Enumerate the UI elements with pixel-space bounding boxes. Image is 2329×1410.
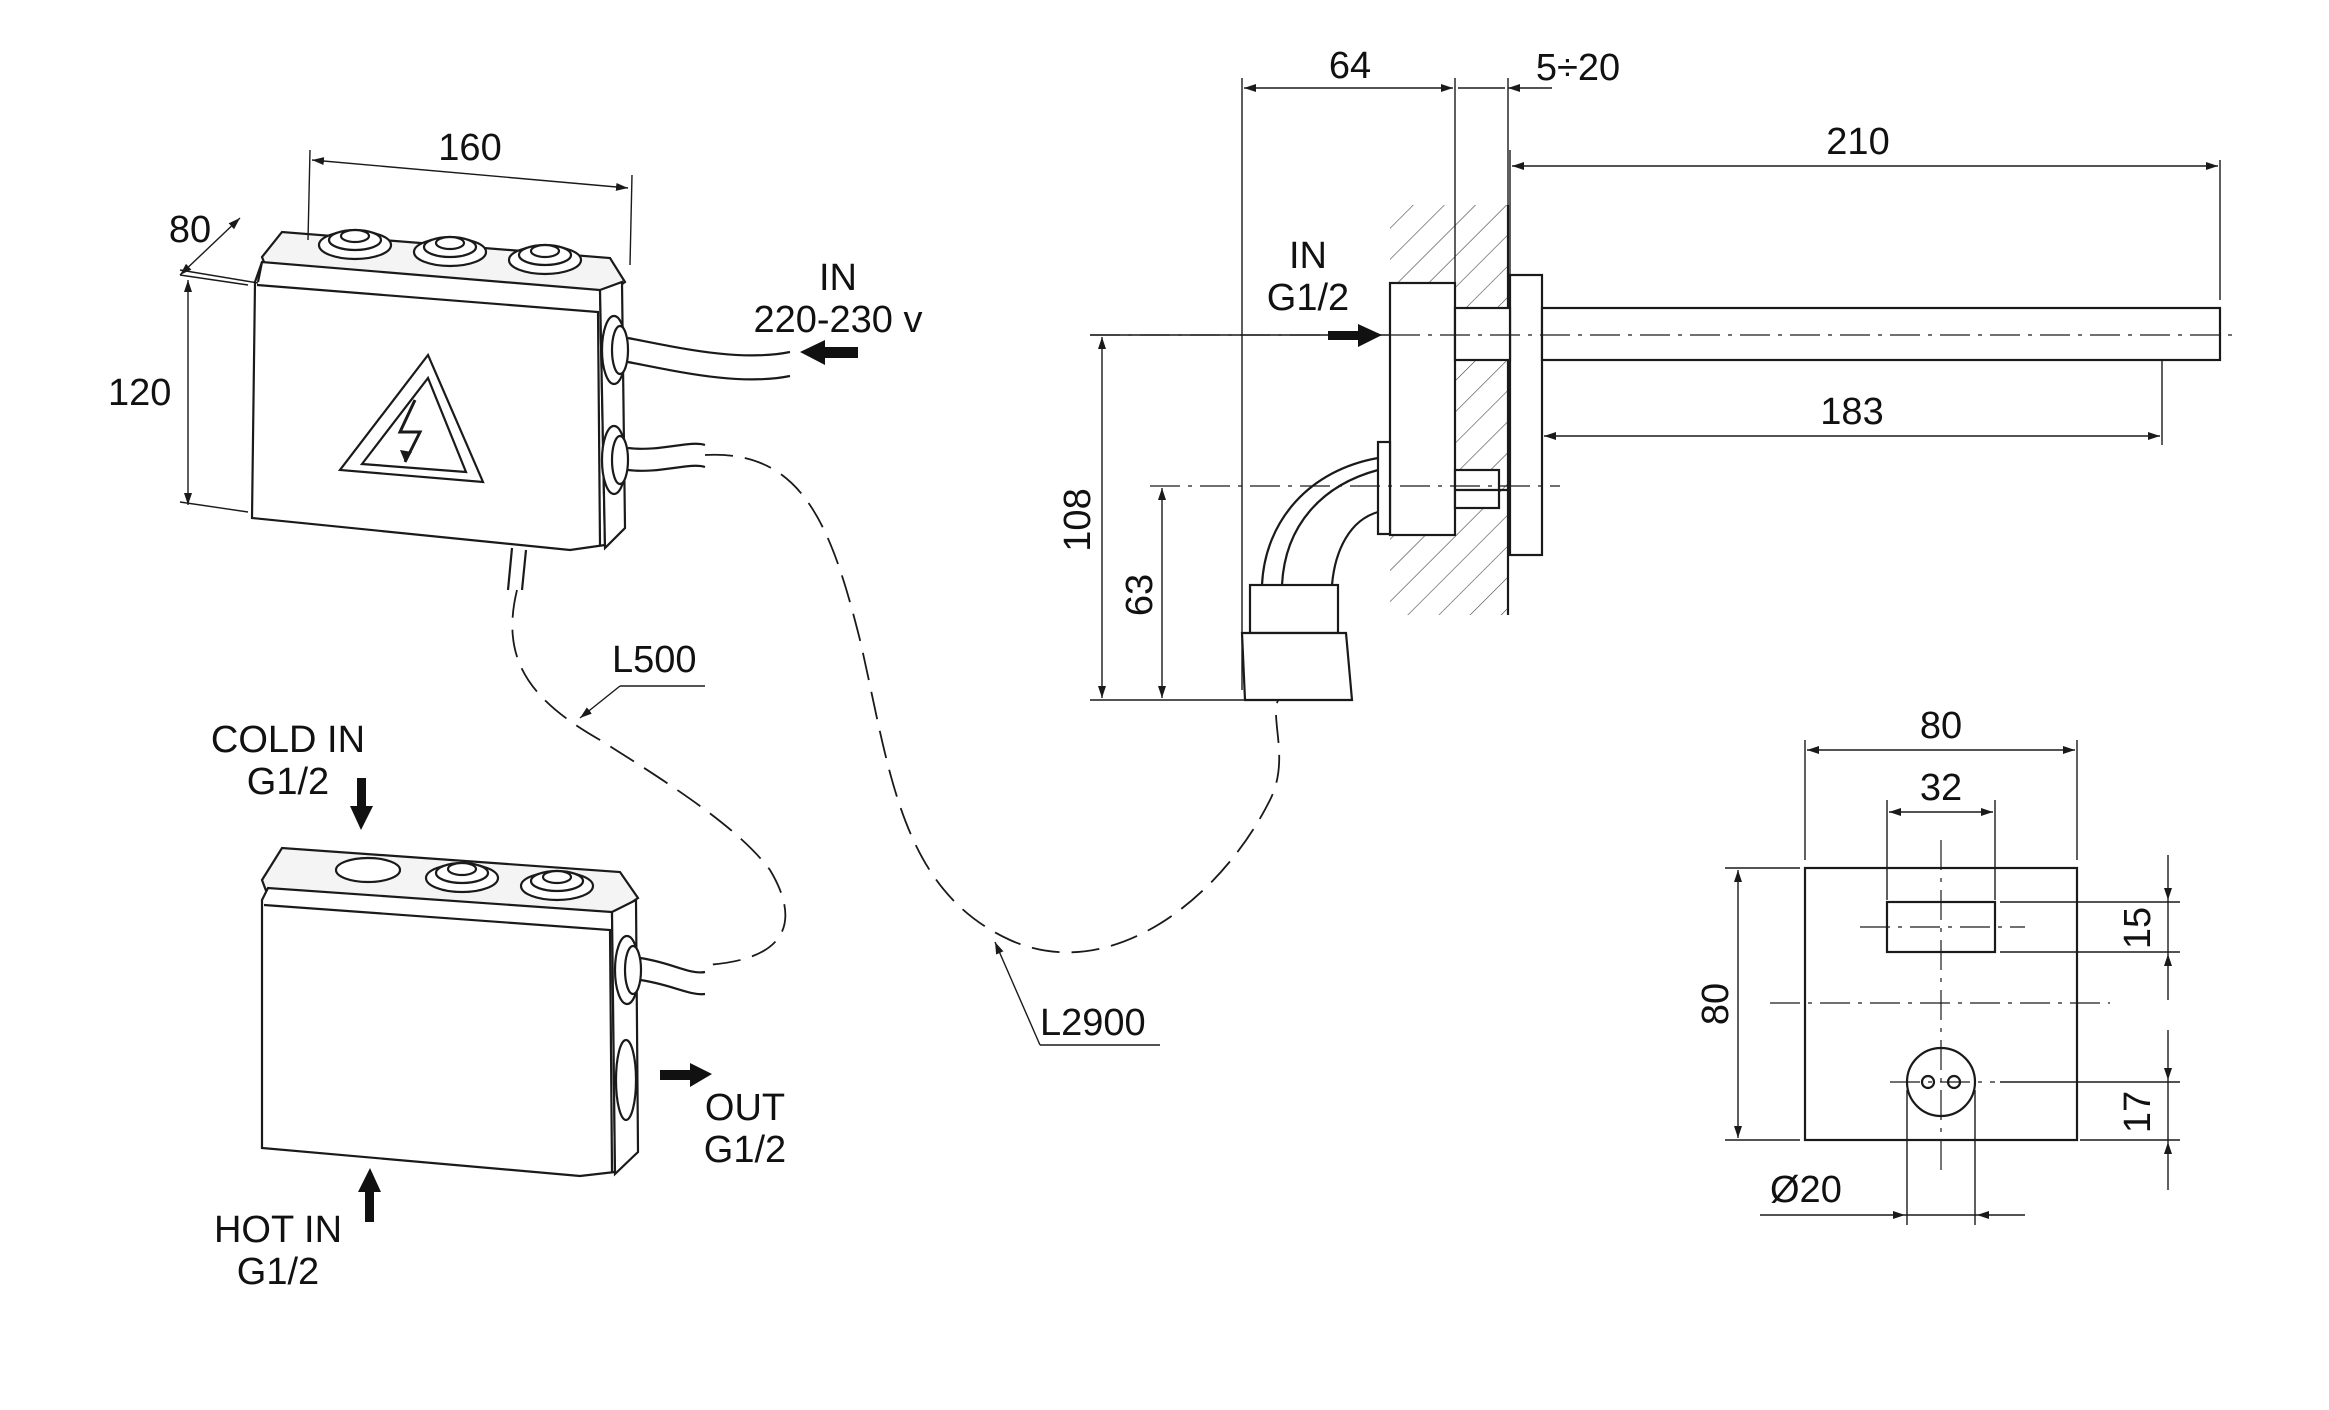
svg-text:IN: IN [819, 257, 857, 299]
cable-gland-valve-side [613, 934, 643, 1006]
cable-gland-top-2 [412, 235, 488, 268]
dimension-height-120: 120 [108, 274, 249, 513]
out-arrow-icon [660, 1063, 712, 1087]
power-junction-box: 160 80 120 IN 220-230 v [108, 127, 923, 591]
svg-text:G1/2: G1/2 [704, 1129, 786, 1171]
dimension-plate-height-80: 80 [1695, 867, 1800, 1141]
dimension-64: 64 [1241, 45, 1456, 690]
svg-text:COLD IN: COLD IN [211, 719, 365, 761]
dim-text-plate-height-80: 80 [1695, 983, 1737, 1025]
cable-l500-label: L500 [612, 639, 697, 681]
dim-text-183: 183 [1820, 391, 1883, 433]
cover-plate-front-view: 80 32 80 15 17 [1695, 705, 2180, 1225]
spout-inlet-label: IN G1/2 [1267, 235, 1349, 319]
cable-gland-side-2 [600, 424, 630, 496]
inlet-port-open [334, 856, 402, 884]
dimension-183: 183 [1544, 360, 2163, 445]
dimension-63: 63 [1119, 488, 1166, 698]
cable-gland-valve-1 [424, 861, 500, 894]
dimension-210: 210 [1509, 121, 2221, 300]
hot-in-arrow-icon [358, 1168, 381, 1222]
cable-l2900-label: L2900 [1040, 1002, 1146, 1044]
cable-gland-top-3 [507, 243, 583, 276]
dim-text-80-depth: 80 [169, 209, 211, 251]
out-label: OUT G1/2 [704, 1087, 786, 1171]
outlet-port-side [614, 1038, 638, 1122]
cable-l500: L500 [511, 589, 787, 966]
cold-in-arrow-icon [350, 778, 373, 830]
dimension-outlet-diameter: Ø20 [1760, 1090, 2025, 1225]
svg-text:G1/2: G1/2 [247, 761, 329, 803]
cable-gland-valve-2 [519, 869, 595, 902]
dimension-outlet-17: 17 [2000, 1030, 2180, 1190]
spout-inlet-arrow-icon [1328, 324, 1382, 347]
dimension-width-160: 160 [307, 127, 633, 266]
svg-text:220-230 v: 220-230 v [753, 299, 922, 341]
dim-text-plate-80: 80 [1920, 705, 1962, 747]
cold-in-label: COLD IN G1/2 [211, 719, 365, 803]
dimension-depth-80: 80 [169, 209, 259, 284]
svg-text:OUT: OUT [705, 1087, 785, 1129]
dim-text-210: 210 [1826, 121, 1889, 163]
dim-text-108: 108 [1057, 488, 1099, 551]
svg-text:IN: IN [1289, 235, 1327, 277]
dim-text-32: 32 [1920, 767, 1962, 809]
dim-text-160: 160 [438, 127, 501, 169]
power-input-label: IN 220-230 v [753, 257, 922, 341]
electric-hazard-icon [337, 352, 485, 484]
valve-box: COLD IN G1/2 HOT IN G1/2 OUT G1/2 [211, 719, 786, 1293]
dim-text-17: 17 [2117, 1091, 2159, 1133]
dim-text-63: 63 [1119, 574, 1161, 616]
dimension-plate-width-80: 80 [1804, 705, 2078, 860]
svg-text:G1/2: G1/2 [1267, 277, 1349, 319]
cable-gland-top-1 [317, 228, 393, 261]
power-input-arrow-icon [800, 340, 858, 365]
cable-gland-side-1 [600, 314, 630, 386]
svg-text:G1/2: G1/2 [237, 1251, 319, 1293]
dimension-5-20: 5÷20 [1458, 47, 1620, 205]
dim-text-5-20: 5÷20 [1536, 47, 1620, 89]
hot-in-label: HOT IN G1/2 [214, 1209, 342, 1293]
spout-side-view: 64 5÷20 210 183 108 63 [1057, 45, 2240, 702]
dim-text-64: 64 [1329, 45, 1371, 87]
dimension-sensor-32: 32 [1886, 767, 1996, 900]
svg-text:HOT IN: HOT IN [214, 1209, 342, 1251]
dimension-sensor-15: 15 [2000, 855, 2180, 1000]
dim-text-diameter-20: Ø20 [1770, 1169, 1842, 1211]
dim-text-120: 120 [108, 372, 171, 414]
cable-l2900: L2900 [704, 453, 1281, 1046]
dim-text-15: 15 [2117, 907, 2159, 949]
